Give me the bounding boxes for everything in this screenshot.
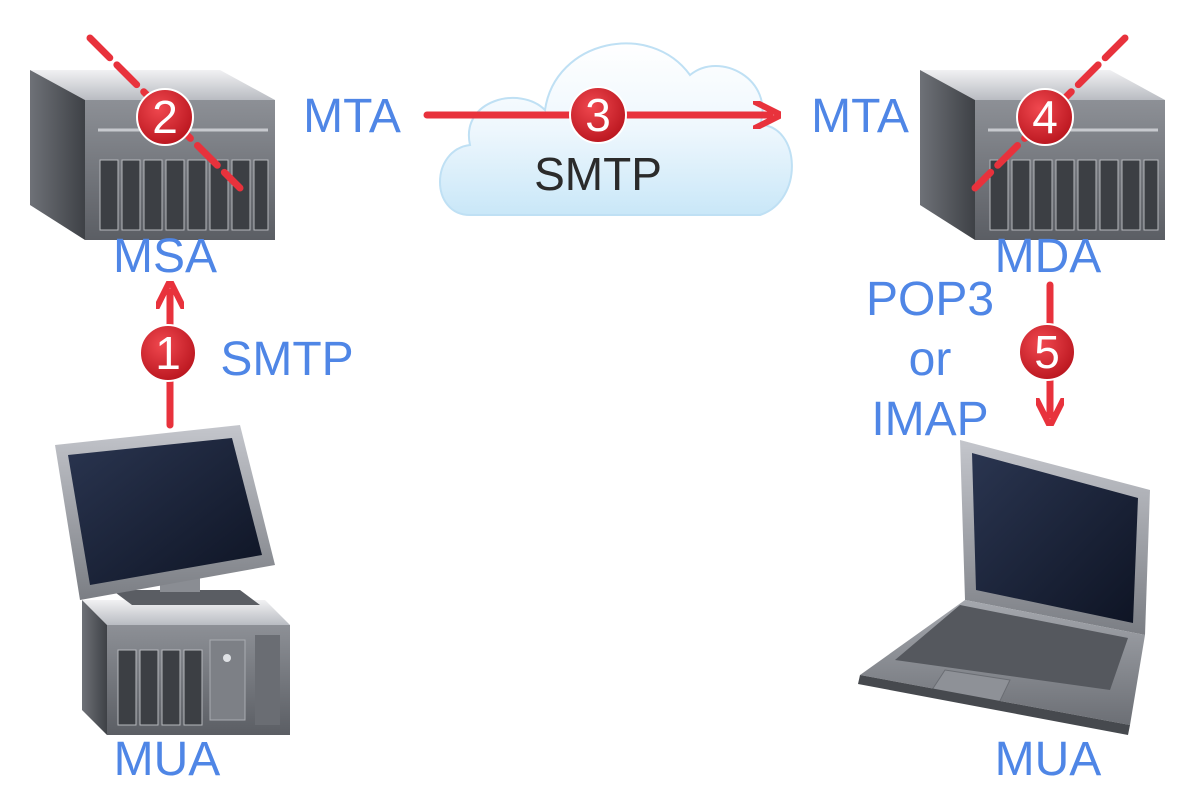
smtp-submission-label: SMTP (220, 333, 353, 386)
step-badge-1: 1 (139, 324, 197, 382)
step-badge-3: 3 (569, 86, 627, 144)
step-badge-2: 2 (136, 88, 194, 146)
mda-label: MDA (995, 230, 1102, 283)
pop3-label: POP3 (866, 273, 994, 326)
step-number: 5 (1034, 326, 1060, 378)
mua-left-label: MUA (114, 733, 221, 786)
or-label: or (909, 333, 952, 386)
desktop-computer-icon (55, 425, 290, 735)
step-badge-4: 4 (1016, 88, 1074, 146)
imap-label: IMAP (871, 393, 988, 446)
step-number: 1 (155, 327, 181, 379)
step-badge-5: 5 (1018, 323, 1076, 381)
smtp-relay-label: SMTP (534, 148, 662, 200)
mta-right-label: MTA (811, 90, 909, 143)
step-number: 4 (1032, 91, 1058, 143)
step-number: 2 (152, 91, 178, 143)
mta-left-label: MTA (303, 90, 401, 143)
msa-label: MSA (113, 230, 217, 283)
server-icon (30, 70, 275, 240)
step-number: 3 (585, 89, 611, 141)
mua-right-label: MUA (995, 733, 1102, 786)
laptop-icon (858, 440, 1150, 735)
